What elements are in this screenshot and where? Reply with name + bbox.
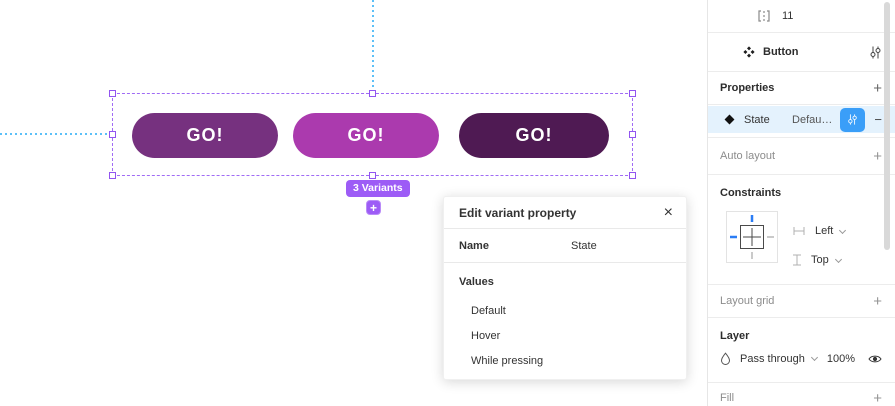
auto-layout-title: Auto layout (720, 150, 776, 162)
dialog-header: Edit variant property × (444, 197, 686, 229)
blend-mode-select[interactable]: Pass through (740, 352, 805, 365)
horizontal-constraint-icon (793, 227, 805, 235)
fill-title: Fill (720, 392, 735, 404)
value-item-hover[interactable]: Hover (471, 329, 501, 342)
selection-handle-bottom-left[interactable] (109, 172, 116, 179)
spacing-row: 11 (708, 0, 895, 33)
selection-handle-top-mid[interactable] (368, 90, 376, 97)
properties-header-row: Properties + (708, 72, 895, 105)
property-values-section: Values Default Hover While pressing (444, 263, 686, 373)
vertical-constraint-select[interactable]: Top (792, 253, 842, 267)
variant-property-icon (724, 114, 735, 125)
state-property-row[interactable]: State Defau… − (708, 105, 895, 138)
component-config-icon[interactable] (869, 46, 882, 59)
variant-count-label: 3 Variants (353, 182, 403, 194)
component-name: Button (763, 46, 799, 58)
add-fill-button[interactable]: + (873, 389, 882, 406)
blend-mode-icon (720, 352, 731, 365)
variant-button-2-label: GO! (347, 125, 385, 145)
add-auto-layout-button[interactable]: + (873, 147, 882, 165)
edit-property-button[interactable] (840, 107, 866, 132)
vertical-constraint-icon (793, 254, 801, 266)
alignment-guide-horizontal (0, 133, 112, 135)
horizontal-constraint-select[interactable]: Left (792, 225, 847, 237)
layout-grid-row: Layout grid + (708, 285, 895, 318)
horizontal-gap-icon (756, 9, 772, 23)
state-property-value[interactable]: Defau… (792, 113, 833, 126)
selection-handle-bottom-mid[interactable] (368, 172, 376, 179)
variant-button-2[interactable]: GO! (293, 113, 439, 158)
vertical-constraint-value: Top (811, 254, 829, 266)
alignment-guide-vertical (372, 0, 374, 93)
value-item-default[interactable]: Default (471, 304, 506, 317)
component-set-frame[interactable]: GO! GO! GO! (109, 90, 636, 179)
edit-variant-property-dialog: Edit variant property × Name State Value… (443, 196, 687, 380)
dialog-title: Edit variant property (459, 205, 577, 220)
selection-handle-bottom-right[interactable] (629, 172, 636, 179)
value-item-while-pressing[interactable]: While pressing (471, 354, 544, 367)
right-sidebar: 11 Button Properties + (707, 0, 895, 406)
layer-title: Layer (720, 330, 750, 342)
constraints-section: Constraints Left (708, 175, 895, 285)
add-layout-grid-button[interactable]: + (873, 292, 882, 310)
add-variant-button[interactable]: + (366, 200, 381, 215)
variant-button-1[interactable]: GO! (132, 113, 278, 158)
values-label: Values (459, 276, 494, 288)
variant-button-3-label: GO! (515, 125, 553, 145)
fill-row: Fill + (708, 383, 895, 406)
sidebar-scrollbar[interactable] (884, 2, 890, 250)
selection-handle-top-left[interactable] (109, 90, 116, 97)
layout-grid-title: Layout grid (720, 295, 775, 307)
selection-handle-mid-right[interactable] (629, 130, 636, 138)
name-value-field[interactable]: State (571, 239, 597, 252)
selection-handle-mid-left[interactable] (109, 130, 116, 138)
close-icon[interactable]: × (663, 203, 673, 221)
variant-button-3[interactable]: GO! (459, 113, 609, 158)
property-name-row: Name State (444, 229, 686, 263)
constraints-widget[interactable] (726, 211, 778, 263)
state-property-name: State (744, 113, 770, 126)
add-property-button[interactable]: + (873, 79, 882, 97)
variant-count-badge[interactable]: 3 Variants (346, 180, 410, 197)
horizontal-constraint-value: Left (815, 225, 834, 237)
gap-value-input[interactable]: 11 (782, 10, 794, 22)
selection-handle-top-right[interactable] (629, 90, 636, 97)
constraints-title: Constraints (720, 187, 782, 199)
layer-section: Layer Pass through 100% (708, 318, 895, 383)
chevron-down-icon (810, 353, 818, 362)
plus-icon: + (369, 200, 377, 215)
remove-property-button[interactable]: − (874, 112, 882, 127)
sliders-icon (848, 114, 858, 125)
name-label: Name (459, 239, 489, 252)
variant-button-1-label: GO! (186, 125, 224, 145)
component-icon (743, 46, 755, 58)
opacity-input[interactable]: 100% (826, 352, 855, 365)
auto-layout-row: Auto layout + (708, 138, 895, 175)
chevron-down-icon (839, 226, 847, 234)
component-row[interactable]: Button (708, 33, 895, 72)
chevron-down-icon (834, 255, 842, 263)
visibility-eye-icon[interactable] (868, 353, 882, 365)
properties-title: Properties (720, 82, 775, 94)
